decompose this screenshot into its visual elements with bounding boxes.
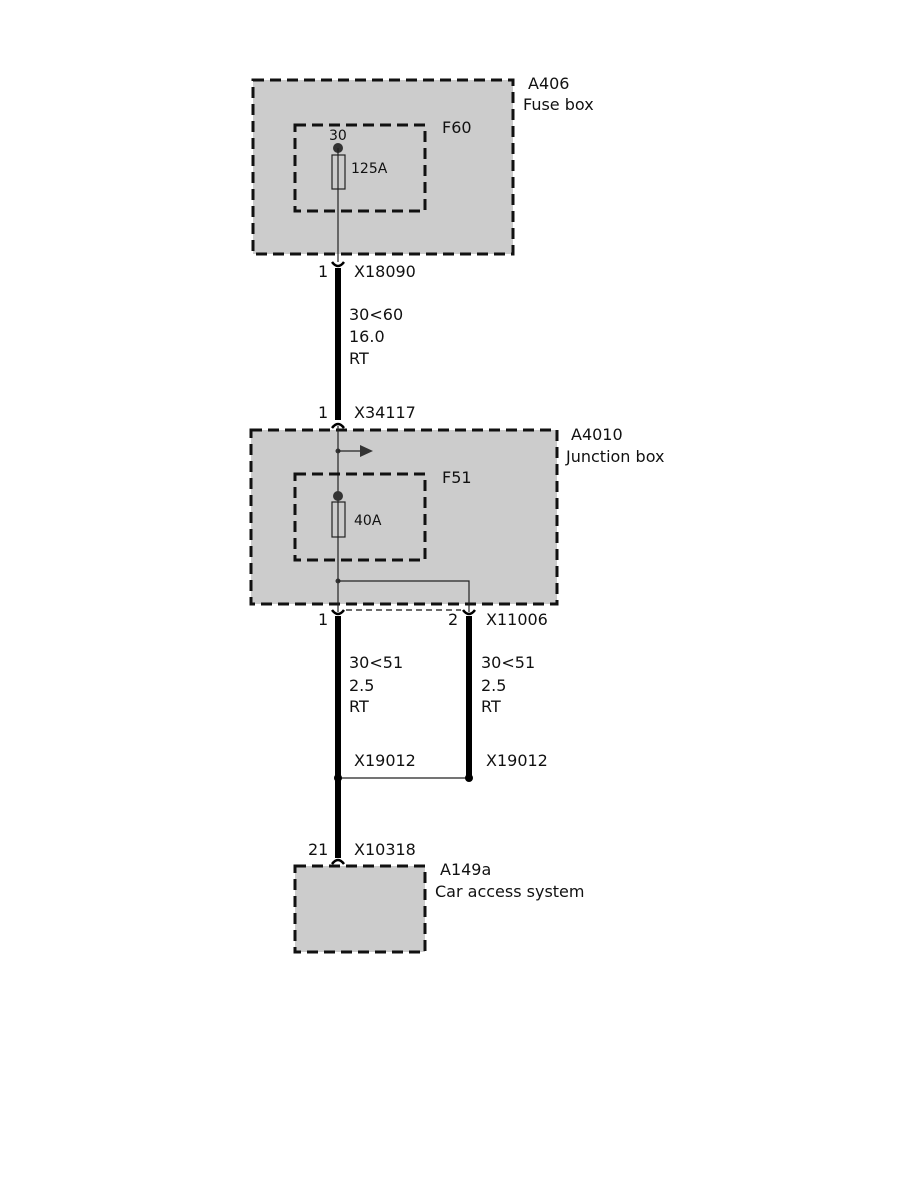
x11006-pin-right-label: 2 bbox=[448, 610, 458, 629]
x18090-pin-label: 1 bbox=[318, 262, 328, 281]
x11006-pin-left-label: 1 bbox=[318, 610, 328, 629]
x10318-connector-symbol bbox=[331, 858, 345, 865]
x11006-pin2-symbol bbox=[462, 609, 476, 616]
f60-rating-label: 125A bbox=[351, 161, 388, 177]
x34117-pin-label: 1 bbox=[318, 403, 328, 422]
a4010-id-label: A4010 bbox=[571, 425, 623, 444]
wire-w2-color: RT bbox=[349, 697, 369, 716]
wire-w1-circuit: 30<60 bbox=[349, 305, 403, 324]
f60-terminal-label: 30 bbox=[329, 128, 347, 144]
x18090-id-label: X18090 bbox=[354, 262, 416, 281]
x19012-right-node bbox=[465, 774, 473, 782]
x34117-connector-symbol bbox=[331, 422, 345, 429]
car-access-system-a149a bbox=[293, 864, 427, 954]
a4010-name-label: Junction box bbox=[565, 447, 664, 466]
f51-id-label: F51 bbox=[442, 468, 472, 487]
f51-terminal-dot bbox=[333, 491, 343, 501]
x34117-id-label: X34117 bbox=[354, 403, 416, 422]
fuse-f51-outline bbox=[293, 472, 427, 562]
wire-w3-size: 2.5 bbox=[481, 676, 506, 695]
fuse-f60-outline bbox=[293, 123, 427, 213]
wire-w2-circuit: 30<51 bbox=[349, 653, 403, 672]
wire-w2-size: 2.5 bbox=[349, 676, 374, 695]
a406-id-label: A406 bbox=[528, 74, 569, 93]
f60-id-label: F60 bbox=[442, 118, 472, 137]
x10318-id-label: X10318 bbox=[354, 840, 416, 859]
fuse-box-a406 bbox=[251, 78, 515, 256]
x11006-pin1-symbol bbox=[331, 609, 345, 616]
wire-w3-circuit: 30<51 bbox=[481, 653, 535, 672]
f51-fuse-symbol bbox=[331, 501, 346, 538]
x19012-right-label: X19012 bbox=[486, 751, 548, 770]
a149a-name-label: Car access system bbox=[435, 882, 584, 901]
arrow-right-icon bbox=[360, 445, 373, 457]
x19012-left-label: X19012 bbox=[354, 751, 416, 770]
wire-w1-color: RT bbox=[349, 349, 369, 368]
x11006-id-label: X11006 bbox=[486, 610, 548, 629]
f51-rating-label: 40A bbox=[354, 513, 382, 529]
x18090-connector-symbol bbox=[331, 261, 345, 268]
a406-name-label: Fuse box bbox=[523, 95, 594, 114]
a149a-id-label: A149a bbox=[440, 860, 491, 879]
x10318-pin-label: 21 bbox=[308, 840, 328, 859]
junction-box-a4010 bbox=[249, 428, 559, 606]
wire-w1-size: 16.0 bbox=[349, 327, 385, 346]
a4010-split-line bbox=[338, 580, 470, 612]
wire-w3-color: RT bbox=[481, 697, 501, 716]
